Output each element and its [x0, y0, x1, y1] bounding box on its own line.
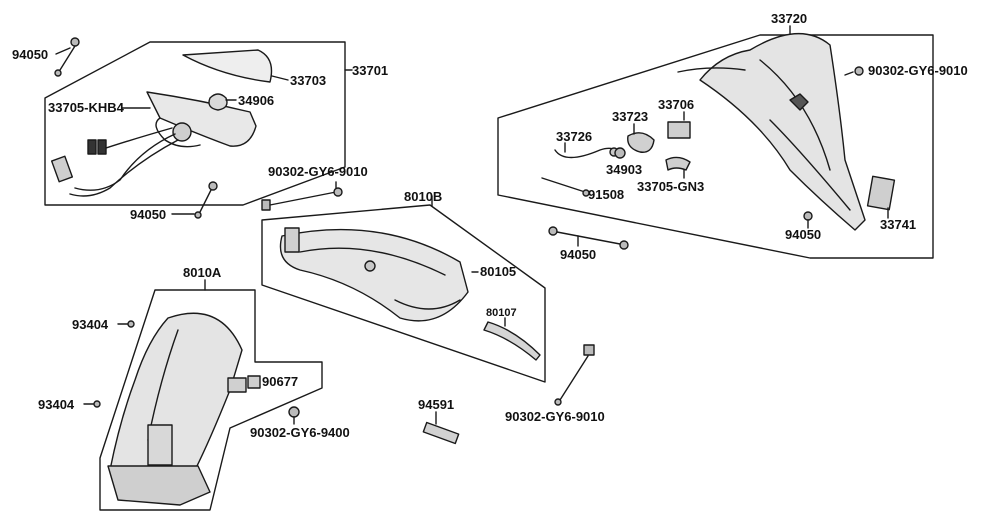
screw-90302-9400 [288, 406, 300, 425]
label-8010b: 8010B [404, 189, 443, 204]
clip-90677 [247, 375, 261, 389]
lamp-housing [146, 91, 257, 147]
screw-90302-a [261, 181, 343, 211]
connector-a [50, 155, 74, 183]
label-91508: 91508 [588, 187, 625, 202]
label-90677: 90677 [262, 374, 299, 389]
label-33705-khb4: 33705-KHB4 [48, 100, 124, 115]
screw-91508 [541, 177, 586, 193]
label-93404-b: 93404 [38, 397, 75, 412]
label-34903: 34903 [606, 162, 643, 177]
label-33723: 33723 [612, 109, 649, 124]
screw-93404-a [117, 320, 135, 328]
label-33720: 33720 [771, 11, 808, 26]
label-90302-c: 90302-GY6-9010 [868, 63, 968, 78]
group-frame-8010b [261, 204, 546, 383]
fender-base [107, 465, 211, 506]
plate-33741 [866, 175, 896, 211]
connector-b [87, 139, 97, 155]
bolt-94050-a [54, 37, 80, 77]
fender-8010b [279, 228, 469, 322]
group-frame-33701 [44, 41, 346, 206]
label-33726: 33726 [556, 129, 593, 144]
screw-90302-c [844, 66, 864, 76]
bulb-34906 [208, 93, 228, 111]
label-94050-b: 94050 [130, 207, 167, 222]
group-frame-8010a [99, 289, 323, 511]
label-94050-a: 94050 [12, 47, 49, 62]
label-33701: 33701 [352, 63, 389, 78]
label-94591: 94591 [418, 397, 455, 412]
label-93404-a: 93404 [72, 317, 109, 332]
cover-33706 [667, 121, 691, 139]
bulb-34903 [614, 147, 626, 159]
label-94050-d: 94050 [785, 227, 822, 242]
screw-90302-b [554, 344, 595, 406]
connector-c [97, 139, 107, 155]
label-33741: 33741 [880, 217, 917, 232]
lens-33703 [182, 49, 273, 83]
bracket-33720 [699, 33, 866, 231]
label-94050-c: 94050 [560, 247, 597, 262]
label-90302-b: 90302-GY6-9010 [505, 409, 605, 424]
bolt-94050-b [194, 181, 218, 219]
label-8010a: 8010A [183, 265, 222, 280]
strip-80107 [483, 321, 541, 361]
label-80107: 80107 [486, 307, 517, 319]
label-33703: 33703 [290, 73, 327, 88]
label-33705-gn3: 33705-GN3 [637, 179, 705, 194]
socket-33723 [627, 132, 655, 153]
bolt-94050-c [548, 226, 629, 250]
screw-93404-b [83, 400, 101, 408]
label-90302-a: 90302-GY6-9010 [268, 164, 368, 179]
holder-33705-gn3 [665, 156, 691, 171]
label-80105: 80105 [480, 264, 517, 279]
reflector-94591 [422, 421, 460, 445]
label-33706: 33706 [658, 97, 695, 112]
socket [172, 122, 192, 142]
group-frame-33720 [497, 34, 934, 259]
bolt-94050-d [803, 211, 813, 229]
label-34906: 34906 [238, 93, 275, 108]
label-90302-9400: 90302-GY6-9400 [250, 425, 350, 440]
